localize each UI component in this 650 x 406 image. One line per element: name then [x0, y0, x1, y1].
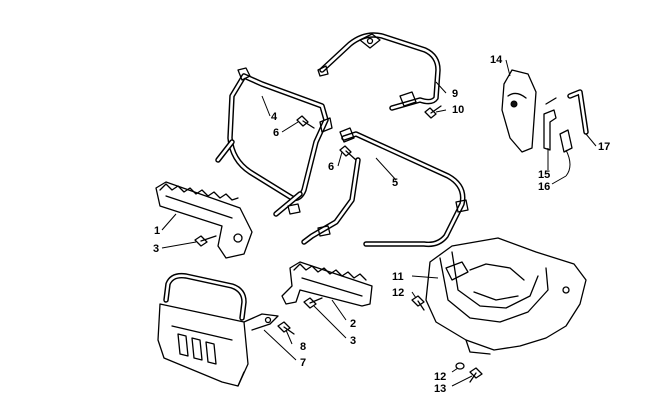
leader-16-curve [565, 149, 571, 177]
part-17-hex-key [567, 89, 589, 135]
leader-3b [313, 305, 347, 339]
part-1-left-footrest [155, 181, 253, 259]
leader-17 [585, 133, 597, 147]
callout-13: 12 [434, 371, 446, 383]
callout-14: 14 [490, 54, 503, 66]
callout-6b: 6 [328, 161, 334, 173]
callout-15: 15 [538, 169, 550, 181]
callout-6a: 6 [273, 127, 279, 139]
callout-8: 8 [300, 341, 306, 353]
part-9-rear-handle [317, 32, 441, 111]
callout-16: 16 [538, 181, 550, 193]
leader-lines [161, 59, 597, 387]
callout-10: 10 [452, 104, 464, 116]
leader-12a [411, 291, 417, 299]
part-15-bracket [543, 97, 557, 151]
part-3-bolt-right [303, 297, 323, 309]
callout-3b: 3 [350, 335, 356, 347]
callout-4: 4 [271, 111, 278, 123]
leader-14 [505, 59, 511, 77]
callout-17: 17 [598, 141, 610, 153]
leader-16 [551, 175, 567, 185]
leader-8 [285, 329, 293, 345]
part-2-right-footrest [281, 261, 373, 307]
leader-2 [331, 299, 347, 321]
callout-labels: 1 2 3 3 4 5 6 6 7 8 9 10 11 12 12 13 14 … [153, 54, 610, 395]
leader-1 [161, 213, 177, 231]
leader-12b [451, 375, 473, 387]
callout-1: 1 [154, 225, 160, 237]
part-11-skid-plate [425, 237, 587, 355]
leader-11 [411, 275, 439, 279]
part-6-bolt-upper [296, 115, 315, 129]
leader-7 [263, 329, 297, 361]
leader-3a [161, 241, 197, 249]
part-4-left-frame [215, 67, 333, 217]
part-12-bolt-lower [469, 367, 483, 383]
part-5-right-frame [301, 127, 469, 248]
part-10-bolt [424, 105, 442, 119]
callout-5: 5 [392, 177, 398, 189]
callout-2: 2 [350, 318, 356, 330]
leader-10 [435, 109, 447, 113]
callout-11: 11 [392, 271, 404, 283]
part-3-bolt-left [194, 235, 217, 247]
leader-9 [435, 81, 447, 94]
leader-5 [375, 157, 397, 181]
part-13-washer [455, 362, 465, 370]
callout-9: 9 [452, 88, 458, 100]
leader-6b [337, 151, 343, 167]
part-7-front-bumper [157, 272, 279, 387]
callout-12a: 12 [392, 287, 404, 299]
callout-7: 7 [300, 357, 306, 369]
leader-4 [261, 95, 271, 117]
callout-12b: 13 [434, 383, 446, 395]
leader-13 [451, 367, 459, 373]
part-8-bolt [277, 321, 295, 335]
callout-3a: 3 [153, 243, 159, 255]
part-16-clip [559, 129, 573, 153]
part-6-bolt-lower [339, 145, 357, 161]
part-14-cover [501, 69, 537, 153]
part-12-bolt-upper [411, 295, 425, 311]
leader-6a [281, 121, 299, 133]
